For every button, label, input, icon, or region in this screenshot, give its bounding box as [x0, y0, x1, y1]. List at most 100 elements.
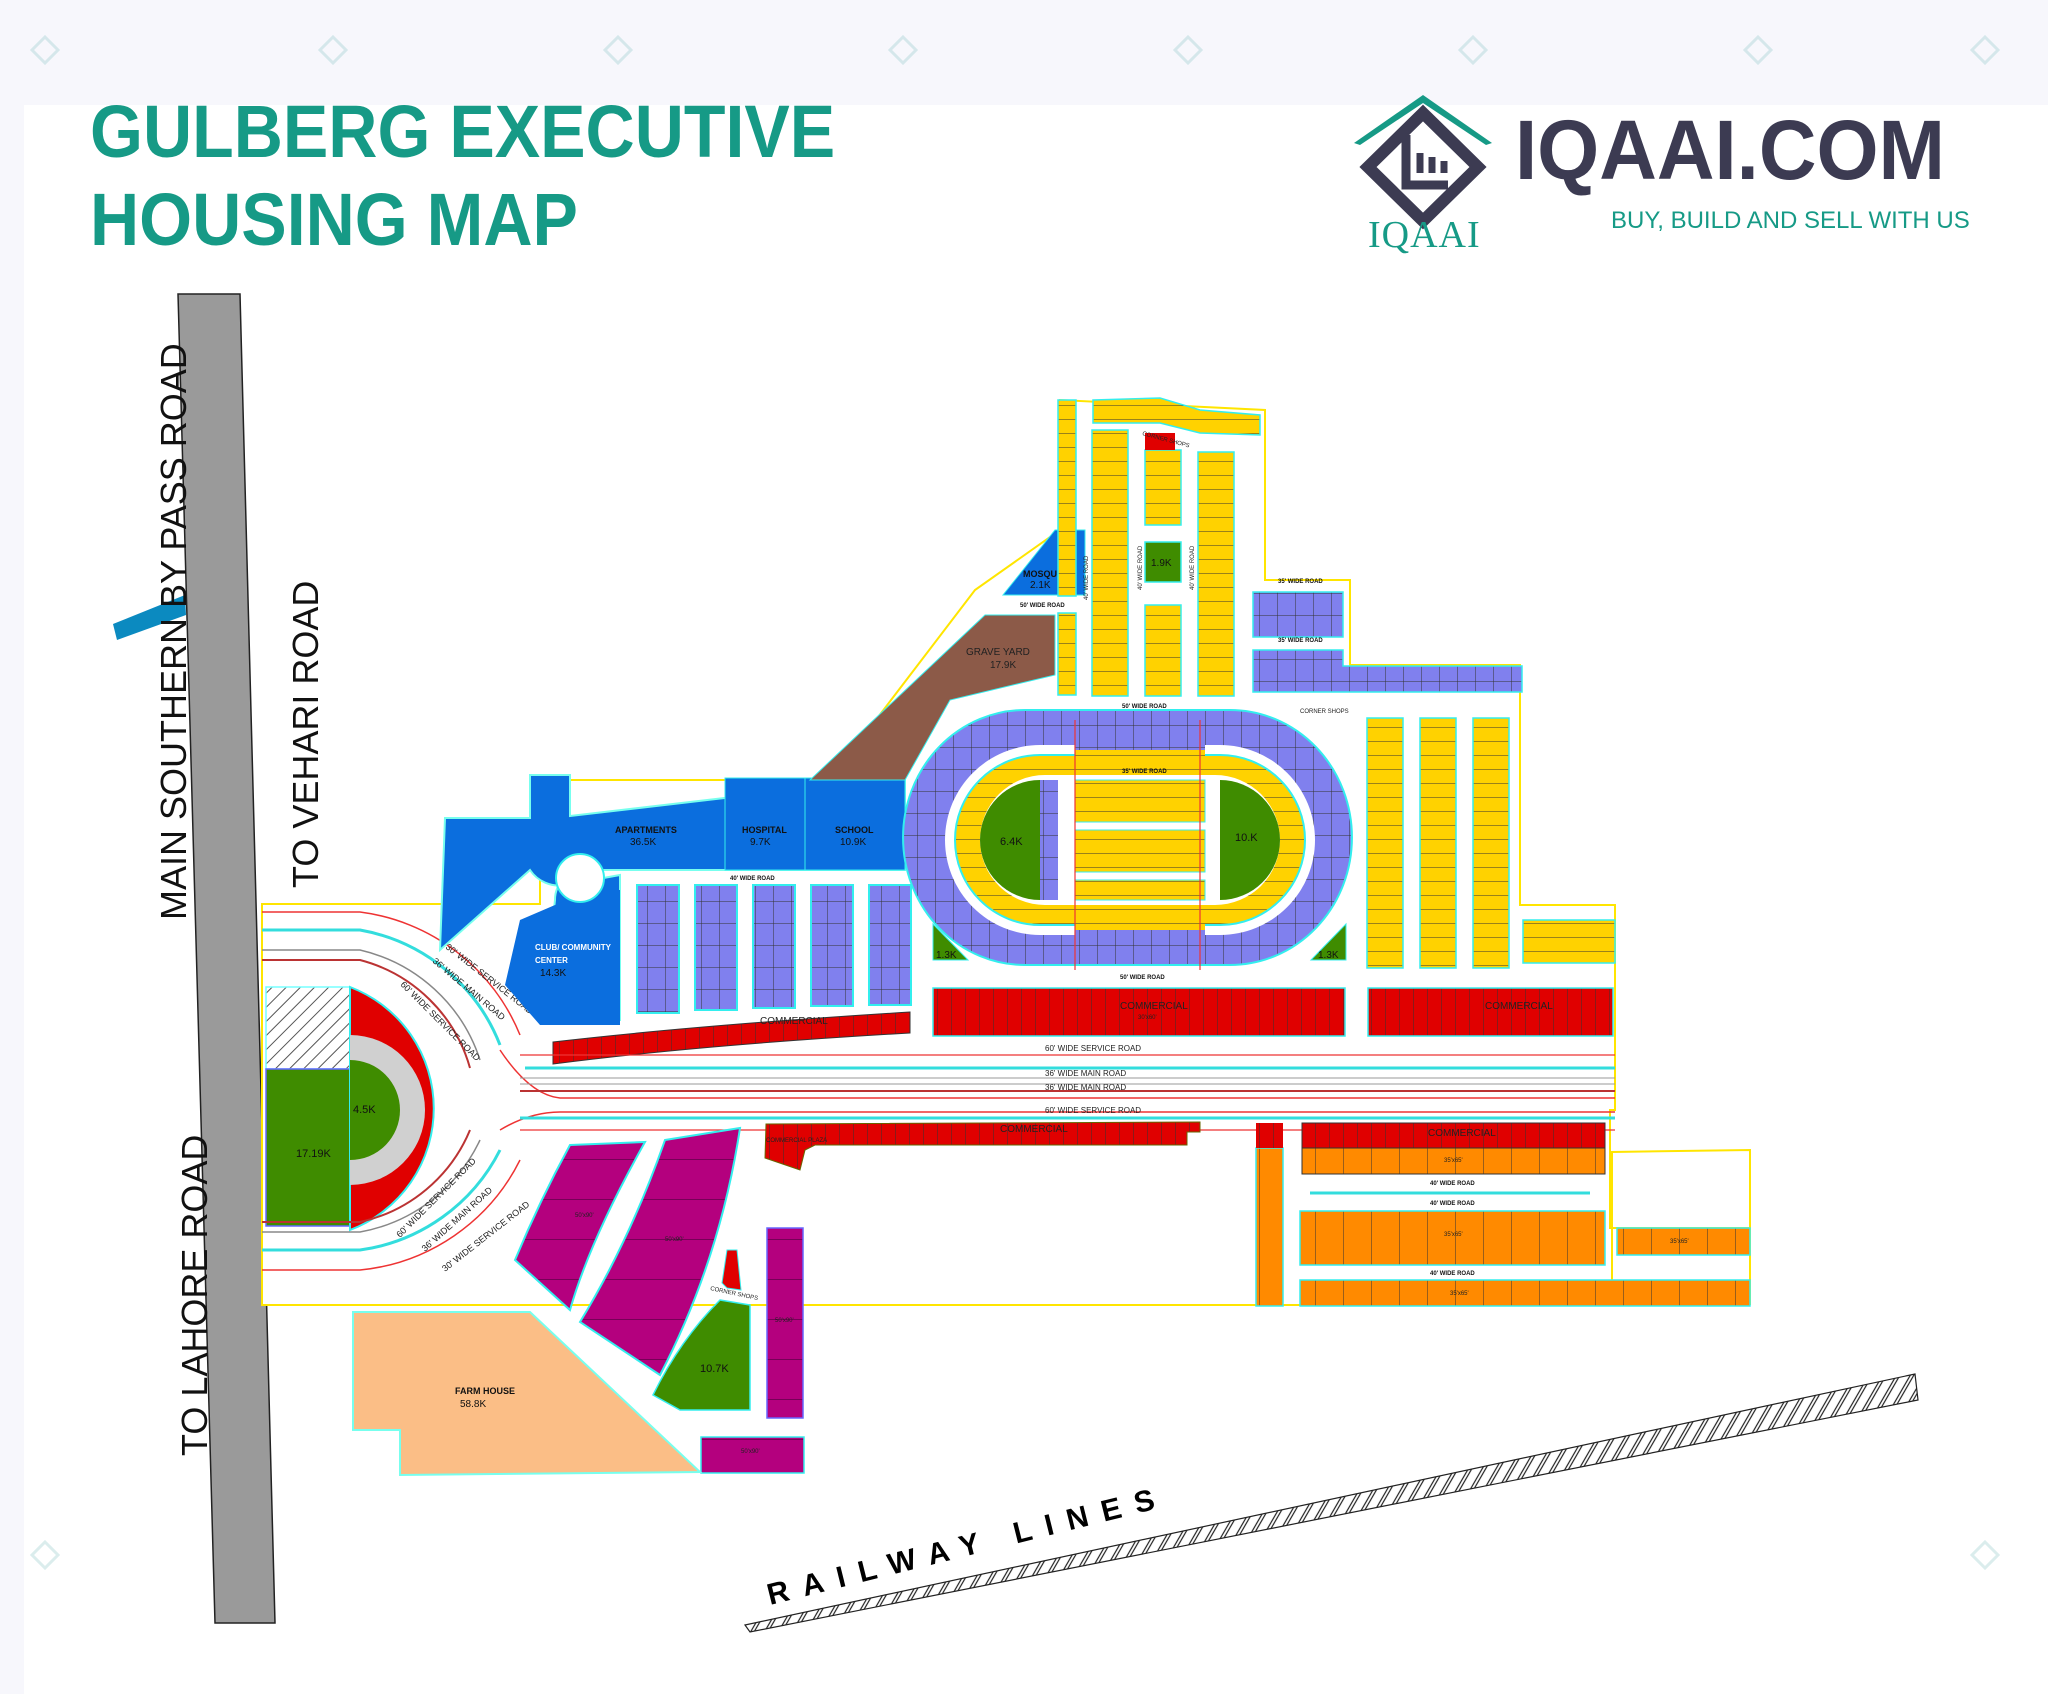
label-50ft-road-oval-bottom: 50' WIDE ROAD [1120, 975, 1165, 981]
page-title: GULBERG EXECUTIVE HOUSING MAP [90, 88, 835, 264]
plots-10m-se-4 [1616, 1227, 1751, 1256]
roundabout-roads [262, 911, 1615, 1271]
watermark-icon [1970, 1540, 2000, 1571]
school-area: 10.9K [840, 837, 866, 848]
bypass-connector [113, 595, 186, 640]
railway-line [743, 1373, 1919, 1633]
brand-tagline: BUY, BUILD AND SELL WITH US [1611, 207, 1970, 234]
park-1-9k-area: 1.9K [1151, 558, 1172, 569]
commercial-south-label: COMMERCIAL [1000, 1124, 1068, 1135]
label-40ft-road-n1: 40' WIDE ROAD [1084, 555, 1090, 600]
hospital-area: 9.7K [750, 837, 771, 848]
park-4-5k-area: 4.5K [353, 1104, 376, 1116]
farm-house-area: 58.8K [460, 1399, 486, 1410]
apartments-area: 36.5K [630, 837, 656, 848]
commercial-west-label: COMMERCIAL [760, 1016, 828, 1027]
label-40ft-road-se-2: 40' WIDE ROAD [1430, 1201, 1475, 1207]
park-1-3k-left-area: 1.3K [936, 950, 957, 961]
plots-10m-se-2 [1299, 1210, 1606, 1266]
watermark-icon [1458, 35, 1488, 66]
plots-5m-east [1366, 717, 1616, 969]
park-10-7k-area: 10.7K [700, 1363, 729, 1375]
label-main-road-south: 36' WIDE MAIN ROAD [1045, 1083, 1126, 1092]
commercial-se [1301, 1122, 1606, 1149]
plots-5m-north [1057, 397, 1261, 697]
label-35ft-road-ne-2: 35' WIDE ROAD [1278, 638, 1323, 644]
hospital-label: HOSPITAL [742, 825, 787, 835]
commercial-se-label: COMMERCIAL [1428, 1128, 1496, 1139]
label-vehari-road: TO VEHARI ROAD [285, 581, 326, 888]
roundabout-club [555, 853, 605, 903]
plots-10m-se-4-size: 35'x65' [1670, 1239, 1689, 1245]
mosque-label: MOSQUE [1023, 569, 1063, 579]
label-40ft-road-n3: 40' WIDE ROAD [1190, 545, 1196, 590]
park-4-5k [350, 1060, 400, 1160]
watermark-icon [1743, 35, 1773, 66]
park-17-19k [265, 1068, 351, 1227]
grave-yard-label: GRAVE YARD [966, 647, 1030, 658]
club-label-2: CENTER [535, 956, 568, 965]
site-name[interactable]: IQAAI.COM [1515, 103, 1946, 197]
title-line-2: HOUSING MAP [90, 178, 578, 261]
plots-7m-ne-1 [1252, 591, 1344, 638]
plots-20m-bottom [700, 1436, 805, 1474]
label-35ft-road-ne-1: 35' WIDE ROAD [1278, 579, 1323, 585]
label-railway: RAILWAY LINES [764, 1480, 1172, 1612]
watermark-icon [1173, 35, 1203, 66]
commercial-east [1367, 987, 1614, 1037]
farm-house [352, 1311, 703, 1477]
iqaai-logo-icon [1354, 95, 1492, 230]
plots-10m-se-3 [1299, 1279, 1751, 1307]
commercial-center-size: 30'x60' [1138, 1015, 1157, 1021]
plots-20m-sector-1 [513, 1140, 647, 1312]
label-bypass-road: MAIN SOUTHERN BY PASS ROAD [153, 343, 194, 920]
watermark-icon [30, 35, 60, 66]
logo-wordmark: IQAAI [1368, 214, 1481, 256]
watermark-icon [888, 35, 918, 66]
commercial-center [932, 987, 1346, 1037]
brand-block[interactable]: IQAAI IQAAI.COM BUY, BUILD AND SELL WITH… [1348, 95, 1988, 260]
hospital-block [724, 777, 806, 871]
plots-20m-sector-2 [578, 1126, 742, 1377]
watermark-icon [603, 35, 633, 66]
plots-10m-se-1-size: 35'x65' [1444, 1158, 1463, 1164]
corner-shops-sw [721, 1249, 742, 1291]
plots-10m-se-1 [1301, 1147, 1606, 1175]
commercial-strip-west [552, 1011, 911, 1065]
farm-house-label: FARM HOUSE [455, 1386, 515, 1396]
commercial-east-label: COMMERCIAL [1485, 1001, 1553, 1012]
plots-10m-se-2-size: 35'x65' [1444, 1232, 1463, 1238]
plots-20m-column-size: 50'x90' [775, 1318, 794, 1324]
plots-20m-sector-1-size: 50'x90' [575, 1213, 594, 1219]
label-50ft-road-top: 50' WIDE ROAD [1122, 704, 1167, 710]
plots-7m-ne-2 [1252, 649, 1523, 693]
grave-yard-block [808, 614, 1056, 781]
title-line-1: GULBERG EXECUTIVE [90, 90, 836, 173]
watermark-icon [30, 1540, 60, 1571]
commercial-center-label: COMMERCIAL [1120, 1001, 1188, 1012]
label-40ft-road-se-3: 40' WIDE ROAD [1430, 1271, 1475, 1277]
oval-complex [902, 709, 1353, 970]
label-lahore-road: TO LAHORE ROAD [174, 1135, 215, 1456]
label-service-road-south: 60' WIDE SERVICE ROAD [1045, 1106, 1141, 1115]
plots-10m-west-column [1255, 1147, 1284, 1307]
label-40ft-road-se-1: 40' WIDE ROAD [1430, 1181, 1475, 1187]
plots-7m-row [636, 884, 912, 1014]
bypass-road [177, 293, 276, 1624]
hatched-reserved-area [265, 986, 351, 1070]
school-label: SCHOOL [835, 825, 874, 835]
park-10k-area: 10.K [1235, 832, 1258, 844]
park-1-9k [1144, 541, 1182, 583]
park-6-4k-area: 6.4K [1000, 836, 1023, 848]
school-block [804, 777, 906, 871]
label-main-road-north: 36' WIDE MAIN ROAD [1045, 1069, 1126, 1078]
commercial-plaza-label: COMMERCIAL PLAZA [766, 1138, 827, 1144]
label-50ft-road-mosque: 50' WIDE ROAD [1020, 603, 1065, 609]
park-17-19k-area: 17.19K [296, 1148, 332, 1160]
club-area: 14.3K [540, 968, 566, 979]
commercial-corner-se [1256, 1123, 1283, 1148]
park-1-3k-left [932, 922, 970, 961]
apartments-label: APARTMENTS [615, 825, 677, 835]
park-1-3k-right [1309, 922, 1347, 961]
